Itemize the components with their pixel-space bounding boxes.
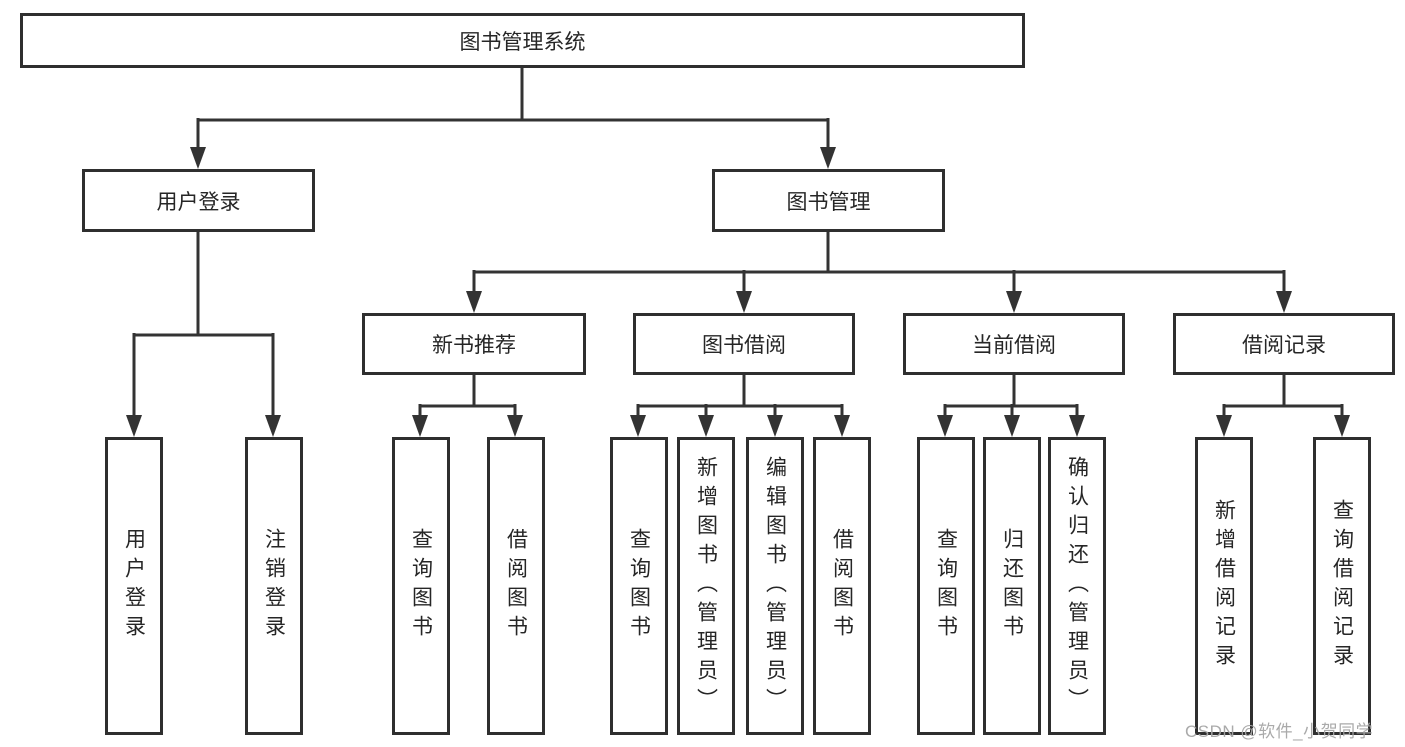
leaf-edit-book-admin-label: 编辑图书（管理员） xyxy=(763,455,787,717)
node-root: 图书管理系统 xyxy=(20,13,1025,68)
node-user-login: 用户登录 xyxy=(82,169,315,232)
leaf-borrow-books-recommend: 借阅图书 xyxy=(487,437,545,735)
leaf-query-books-recommend: 查询图书 xyxy=(392,437,450,735)
leaf-borrow-books-recommend-label: 借阅图书 xyxy=(504,528,528,644)
node-user-login-label: 用户登录 xyxy=(156,190,241,214)
leaf-confirm-return-admin: 确认归还（管理员） xyxy=(1048,437,1106,735)
leaf-query-books-current: 查询图书 xyxy=(917,437,975,735)
leaf-edit-book-admin: 编辑图书（管理员） xyxy=(746,437,804,735)
node-new-book-recommendation-label: 新书推荐 xyxy=(432,334,516,357)
node-book-borrowing: 图书借阅 xyxy=(633,313,855,375)
leaf-borrow-books-borrowing: 借阅图书 xyxy=(813,437,871,735)
node-new-book-recommendation: 新书推荐 xyxy=(362,313,586,375)
node-book-management-label: 图书管理 xyxy=(786,190,871,214)
node-borrowing-records-label: 借阅记录 xyxy=(1242,334,1326,357)
leaf-query-borrow-record: 查询借阅记录 xyxy=(1313,437,1371,735)
leaf-user-login-label: 用户登录 xyxy=(122,528,146,644)
leaf-confirm-return-admin-label: 确认归还（管理员） xyxy=(1065,455,1089,717)
arrowhead-icons xyxy=(126,147,1350,437)
csdn-watermark: CSDN @软件_小贺同学 xyxy=(1185,722,1374,741)
leaf-return-books: 归还图书 xyxy=(983,437,1041,735)
node-borrowing-records: 借阅记录 xyxy=(1173,313,1395,375)
leaf-user-login: 用户登录 xyxy=(105,437,163,735)
leaf-query-borrow-record-label: 查询借阅记录 xyxy=(1330,499,1354,673)
leaf-add-book-admin-label: 新增图书（管理员） xyxy=(694,455,718,717)
leaf-return-books-label: 归还图书 xyxy=(1000,528,1024,644)
leaf-query-books-recommend-label: 查询图书 xyxy=(409,528,433,644)
leaf-borrow-books-borrowing-label: 借阅图书 xyxy=(830,528,854,644)
leaf-add-borrow-record: 新增借阅记录 xyxy=(1195,437,1253,735)
leaf-query-books-borrowing: 查询图书 xyxy=(610,437,668,735)
node-book-management: 图书管理 xyxy=(712,169,945,232)
leaf-query-books-current-label: 查询图书 xyxy=(934,528,958,644)
node-current-borrowing: 当前借阅 xyxy=(903,313,1125,375)
node-current-borrowing-label: 当前借阅 xyxy=(972,334,1056,357)
node-root-label: 图书管理系统 xyxy=(459,30,586,54)
leaf-logout-label: 注销登录 xyxy=(262,528,286,644)
leaf-add-book-admin: 新增图书（管理员） xyxy=(677,437,735,735)
leaf-add-borrow-record-label: 新增借阅记录 xyxy=(1212,499,1236,673)
leaf-logout: 注销登录 xyxy=(245,437,303,735)
leaf-query-books-borrowing-label: 查询图书 xyxy=(627,528,651,644)
node-book-borrowing-label: 图书借阅 xyxy=(702,334,786,357)
